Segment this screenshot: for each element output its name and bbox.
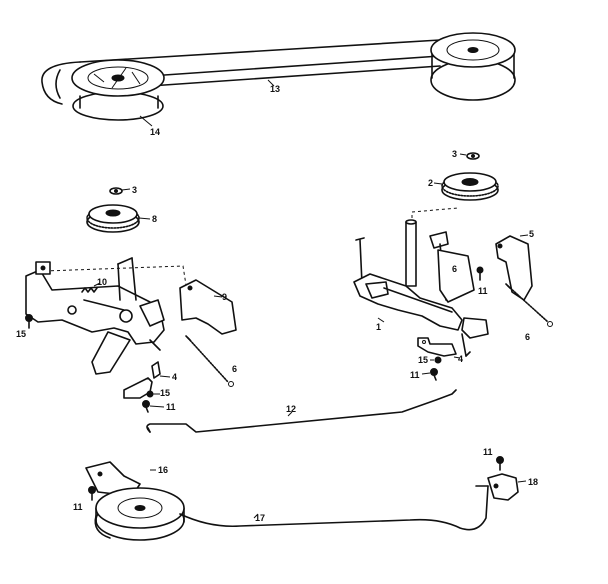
left-washer-label: 3 bbox=[132, 185, 137, 195]
left-washer bbox=[109, 187, 131, 195]
left-screw bbox=[25, 314, 33, 329]
right-clip-screw bbox=[430, 356, 442, 364]
motor-label: 16 bbox=[158, 465, 168, 475]
right-main-bracket bbox=[353, 219, 489, 357]
right-long-spring-label: 6 bbox=[525, 332, 530, 342]
right-clip-screw-label: 15 bbox=[418, 355, 428, 365]
right-nut bbox=[421, 368, 438, 381]
left-bracket bbox=[179, 279, 237, 335]
left-long-spring bbox=[185, 335, 234, 387]
left-clip-screw bbox=[146, 390, 160, 398]
right-bracket bbox=[495, 234, 533, 301]
right-clip bbox=[417, 337, 461, 359]
left-main-bracket bbox=[25, 257, 165, 375]
switch bbox=[475, 473, 527, 501]
right-assembly: 3 2 1 6 bbox=[353, 149, 553, 381]
left-gear bbox=[86, 204, 140, 233]
cable-label: 17 bbox=[255, 513, 265, 523]
switch-screw bbox=[496, 456, 504, 471]
right-arm-label: 6 bbox=[452, 264, 457, 274]
left-pulley bbox=[71, 59, 165, 121]
left-assembly: 3 8 bbox=[16, 185, 237, 413]
right-nut-label: 11 bbox=[410, 370, 420, 380]
switch-label: 18 bbox=[528, 477, 538, 487]
left-bracket-label: 9 bbox=[222, 292, 227, 302]
right-clip-label: 4 bbox=[458, 354, 463, 364]
right-gear-label: 2 bbox=[428, 178, 433, 188]
motor-plate bbox=[85, 461, 141, 497]
right-pulley bbox=[430, 32, 516, 101]
left-small-spring-label: 10 bbox=[97, 277, 107, 287]
motor-assembly: 11 16 17 11 18 bbox=[73, 447, 538, 541]
left-nut-label: 11 bbox=[166, 402, 176, 412]
right-bracket-label: 5 bbox=[529, 229, 534, 239]
left-screw-label: 15 bbox=[16, 329, 26, 339]
belt bbox=[79, 39, 441, 63]
motor-screw-label: 11 bbox=[73, 502, 83, 512]
belt-assembly: 13 14 bbox=[41, 32, 516, 137]
left-small-spring bbox=[81, 282, 101, 293]
left-gear-label: 8 bbox=[152, 214, 157, 224]
link-rod-label: 12 bbox=[286, 404, 296, 414]
right-upper-nut-label: 11 bbox=[478, 286, 488, 296]
motor-screw bbox=[88, 486, 96, 501]
left-long-spring-label: 6 bbox=[232, 364, 237, 374]
left-clip-screw-label: 15 bbox=[160, 388, 170, 398]
right-gear bbox=[433, 172, 499, 201]
right-lever-label: 1 bbox=[376, 322, 381, 332]
left-pulley-label: 14 bbox=[150, 127, 160, 137]
left-nut bbox=[142, 400, 165, 413]
cable bbox=[179, 485, 489, 531]
belt-label: 13 bbox=[270, 84, 280, 94]
switch-screw-label: 11 bbox=[483, 447, 493, 457]
link-rod: 12 bbox=[146, 389, 457, 433]
left-clip-label: 4 bbox=[172, 372, 177, 382]
motor bbox=[94, 487, 185, 541]
right-washer bbox=[459, 152, 480, 160]
right-long-spring bbox=[505, 283, 553, 327]
right-upper-nut bbox=[476, 266, 484, 281]
right-washer-label: 3 bbox=[452, 149, 457, 159]
